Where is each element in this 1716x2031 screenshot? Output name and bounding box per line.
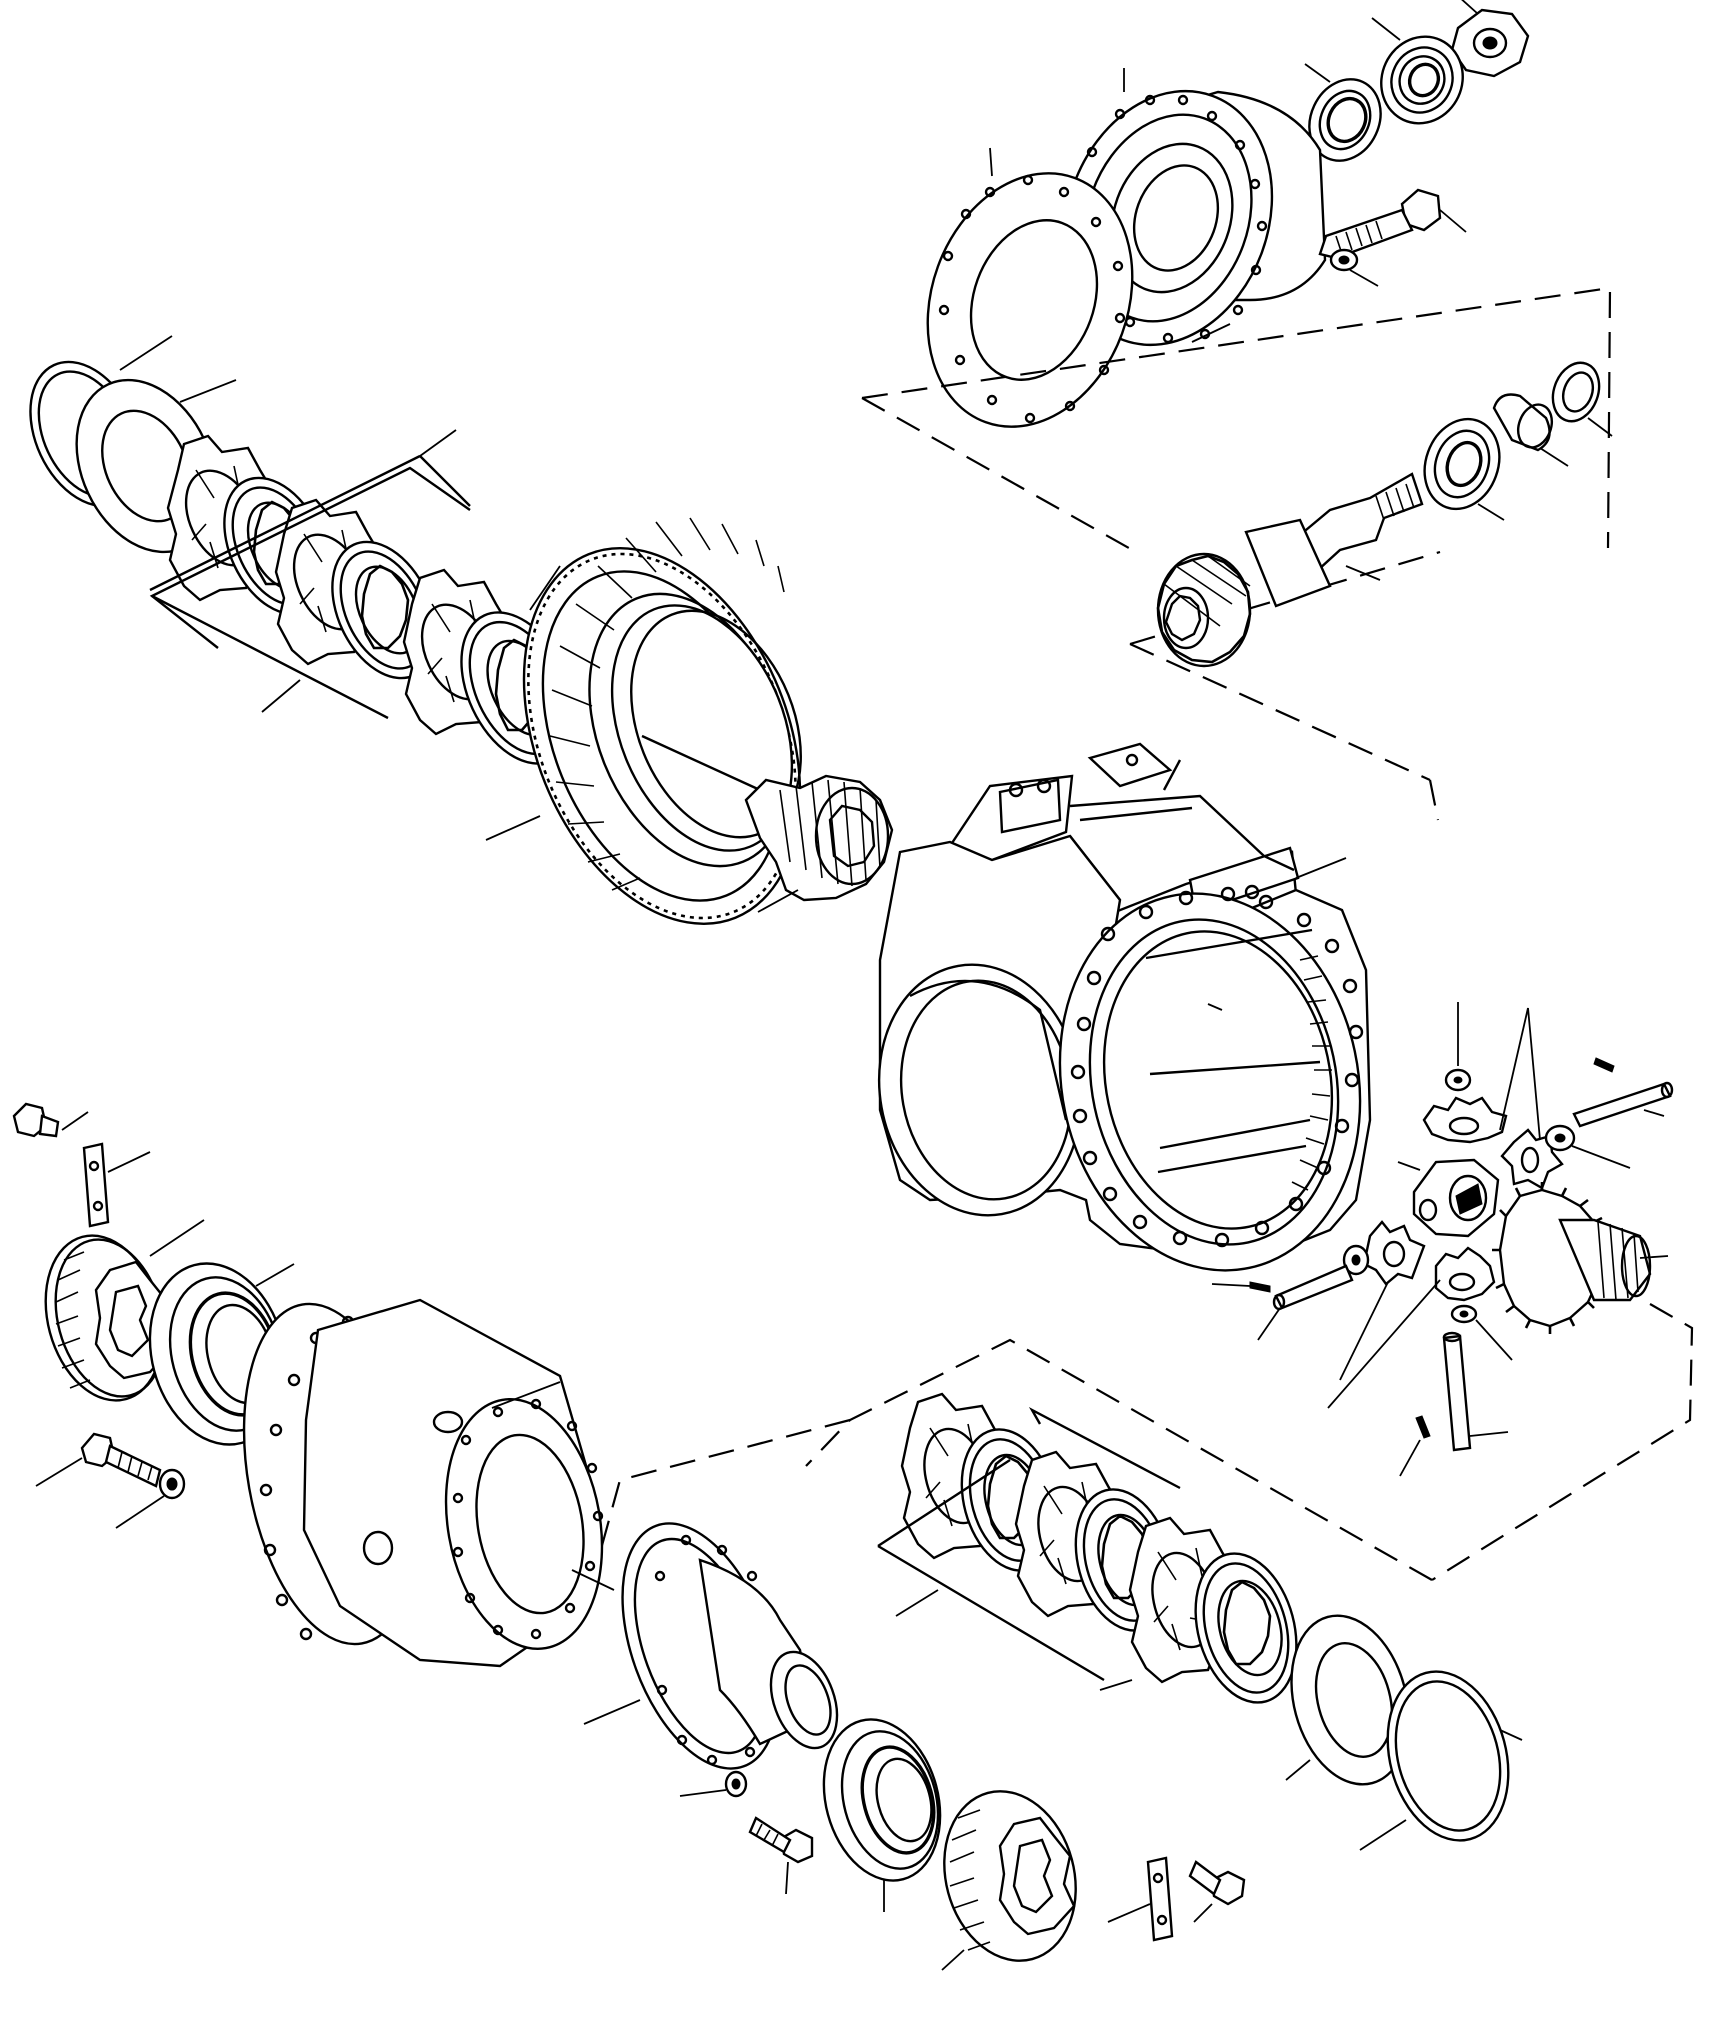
right-carrier-group: [584, 1502, 1244, 1975]
case-bolt-left: [36, 1434, 160, 1486]
misc-leader-lines: [1208, 1004, 1222, 1010]
pinion-spacer: [1494, 395, 1568, 467]
case-bolt-washer-right: [680, 1772, 746, 1796]
case-bolt-washer-left: [116, 1470, 184, 1528]
pinion-outer-bearing: [1367, 18, 1477, 137]
left-carrier-group: [14, 1104, 621, 1666]
case-bolt-right: [750, 1818, 812, 1894]
spider-pinion-gear-bottom: [1328, 1248, 1494, 1408]
side-gear: [746, 776, 892, 912]
spider-pin-right: [1574, 1083, 1672, 1126]
spider-thrust-washer-right: [1546, 1126, 1630, 1168]
spider-pinion-gear-top: [1424, 1098, 1506, 1142]
ring-gear: [472, 507, 852, 965]
spider-pinion-gear-right: [1500, 1008, 1562, 1188]
right-friction-disc-3: [1180, 1542, 1312, 1714]
lock-bolt-left-top: [14, 1104, 88, 1136]
spider-thrust-washer-left: [1344, 1246, 1368, 1274]
spider-thrust-washer-bottom: [1452, 1306, 1512, 1360]
pinion-shim-ring: [1545, 356, 1612, 436]
roll-pin-right: [1594, 1058, 1614, 1072]
carrier-bearing-right: [807, 1706, 958, 1912]
differential-case-right: [584, 1502, 849, 1789]
differential-side-gear: [1492, 1182, 1668, 1334]
axle-housing: [860, 744, 1395, 1299]
pinion-shaft-group: [1158, 356, 1612, 666]
pinion-carrier-group: [893, 0, 1528, 456]
lock-bolt-right: [1190, 1862, 1244, 1922]
right-clutch-group-outline: [598, 1304, 1692, 1580]
spider-thrust-washer-top: [1446, 1002, 1470, 1090]
roll-pin-vertical: [1400, 1416, 1430, 1476]
left-clutch-bracket-upper: [152, 468, 470, 648]
adjuster-nut-right: [926, 1776, 1094, 1975]
right-retaining-ring: [1360, 1658, 1526, 1854]
pinion-nut: [1452, 0, 1528, 76]
carrier-bolt: [1320, 190, 1466, 258]
differential-case-left: [219, 1290, 620, 1666]
left-clutch-bracket-lower: [152, 596, 388, 718]
pinion-shim-plate: [893, 144, 1166, 455]
right-clutch-bracket-upper: [1032, 1410, 1180, 1488]
lock-plate-right: [1108, 1858, 1172, 1940]
pinion-shaft: [1158, 474, 1422, 666]
differential-spider-group: [1212, 1002, 1672, 1476]
carrier-bolt-washer: [1331, 250, 1378, 286]
left-clutch-pack: [9, 336, 598, 782]
right-clutch-pack: [878, 1394, 1526, 1854]
left-clutch-bracket-mid: [150, 456, 470, 590]
roll-pin-left: [1212, 1282, 1270, 1292]
right-thrust-washer: [1274, 1602, 1427, 1797]
pinion-seal-ring: [1296, 64, 1393, 172]
spider-pinion-gear-left: [1364, 1222, 1424, 1284]
lock-plate-left: [84, 1144, 150, 1226]
pinion-inner-bearing: [1412, 408, 1511, 520]
spider-pin-left: [1258, 1266, 1352, 1340]
spider-pin-vertical: [1444, 1333, 1508, 1450]
right-clutch-bracket-lower: [878, 1460, 1104, 1680]
spider-cross-block: [1398, 1160, 1498, 1236]
